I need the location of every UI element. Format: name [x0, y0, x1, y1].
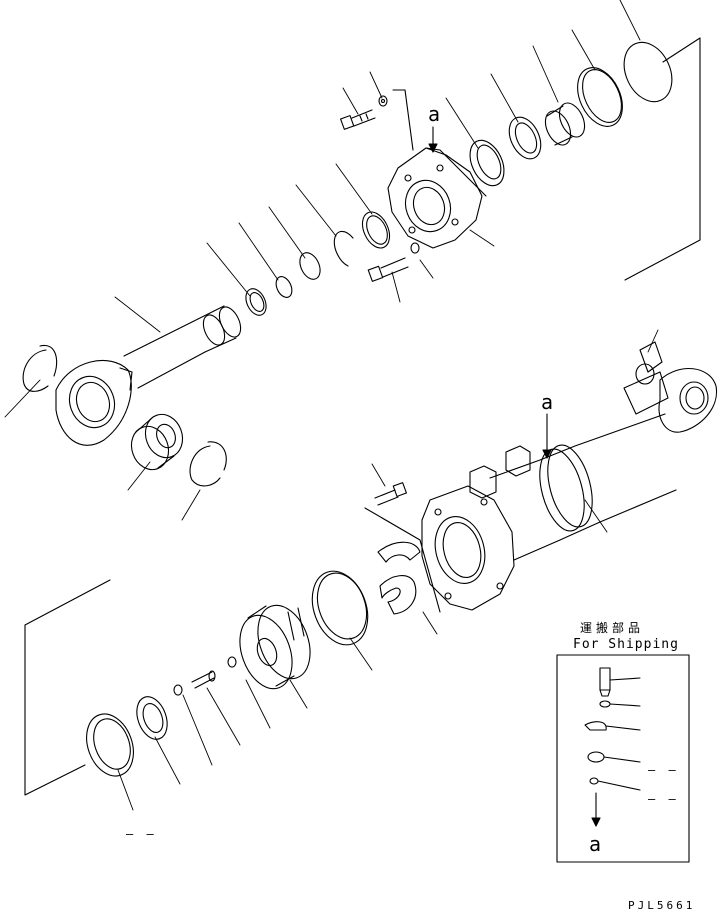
piston-nut [227, 656, 237, 668]
arrow-label-box: a [589, 832, 602, 856]
retaining-ring-left [22, 344, 58, 392]
dash-marker-bottom: – – [126, 827, 157, 841]
plug [173, 684, 183, 696]
piston-rod [55, 305, 242, 446]
arrow-pointer-mid [542, 413, 552, 459]
seal-small-1 [299, 252, 321, 280]
split-collar [377, 541, 421, 615]
shipping-label-en: For Shipping [573, 637, 679, 652]
bolt-lower [367, 257, 409, 282]
bolt-tube [374, 482, 407, 506]
dash-marker-box-2: – – [648, 792, 679, 806]
spherical-bushing [130, 413, 184, 471]
drawing-code: PJL5661 [628, 899, 696, 912]
seal-small-2 [275, 276, 293, 298]
dust-seal [245, 288, 267, 316]
arrow-label-top: a [428, 102, 441, 126]
washer-top [378, 95, 388, 107]
washer-lower [410, 242, 420, 254]
rod-packing [508, 116, 542, 160]
buffer-ring [469, 139, 505, 187]
bushing [544, 102, 586, 146]
shipping-label-jp: 運搬部品 [580, 621, 645, 635]
cylinder-head [387, 147, 487, 249]
cushion-ring [136, 696, 168, 740]
leader-lines [4, 0, 659, 811]
arrow-pointer-top [428, 126, 438, 153]
frame-lines [24, 37, 701, 796]
cylinder-tube [421, 341, 718, 611]
arrow-label-mid: a [541, 390, 554, 414]
retaining-ring-right [189, 441, 227, 487]
dash-marker-box-1: – – [648, 763, 679, 777]
snap-ring [333, 230, 354, 267]
bolt-top [340, 109, 376, 130]
wear-ring [311, 570, 369, 646]
piston-seal [86, 713, 134, 777]
end-seal-large [623, 41, 673, 103]
shipping-parts-box [556, 654, 690, 863]
o-ring-head [361, 211, 391, 249]
backup-ring [577, 67, 623, 127]
piston [239, 604, 311, 690]
set-screw [191, 670, 216, 689]
